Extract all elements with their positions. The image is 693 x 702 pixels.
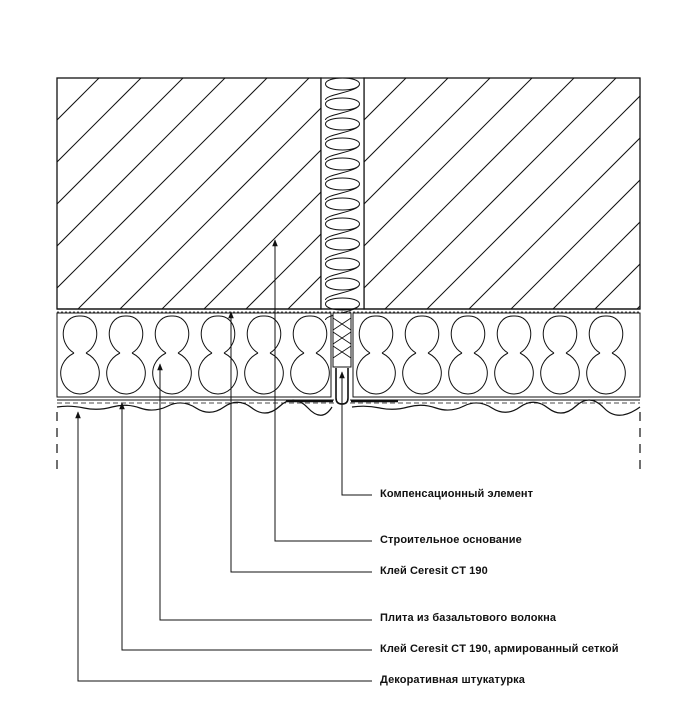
insulation-loop — [290, 315, 330, 395]
hatch-line — [636, 305, 640, 309]
joint-insulation-strip — [320, 77, 365, 321]
compensation-element — [286, 312, 398, 405]
basalt-slab-right — [352, 312, 641, 398]
basalt-slab-left — [56, 312, 332, 398]
insulation-loop — [60, 315, 100, 395]
hatch-line — [119, 107, 321, 309]
hatch-line — [57, 78, 58, 79]
hatch-line — [57, 78, 100, 121]
leader-building-base — [272, 239, 372, 542]
insulation-loop — [325, 177, 361, 201]
decorative-plaster-layer — [56, 399, 641, 416]
hatch-line — [594, 263, 640, 309]
insulation-loop — [586, 315, 626, 395]
hatch-line — [552, 221, 640, 309]
leader-basalt-slab — [157, 363, 372, 621]
hatch-line — [57, 78, 142, 163]
label-compensation-element: Компенсационный элемент — [380, 488, 534, 500]
label-basalt-slab: Плита из базальтового волокна — [380, 612, 557, 624]
insulation-loop — [325, 217, 361, 241]
hatch-line — [456, 78, 687, 309]
hatch-line — [364, 78, 449, 163]
hatch-line — [498, 78, 693, 309]
insulation-loop — [540, 315, 580, 395]
insulation-loop — [325, 257, 361, 281]
hatch-line — [426, 95, 640, 309]
hatch-line — [245, 233, 321, 309]
insulation-loop — [325, 117, 361, 141]
label-reinforced-adhesive: Клей Ceresit CT 190, армированный сеткой — [380, 643, 619, 655]
insulation-loop — [325, 157, 361, 181]
hatch-line — [364, 78, 407, 121]
hatch-line — [384, 78, 617, 309]
insulation-loop — [325, 97, 361, 121]
hatch-line — [364, 78, 533, 247]
label-decorative-plaster: Декоративная штукатурка — [380, 674, 525, 686]
hatch-line — [414, 78, 645, 309]
insulation-loop — [152, 315, 192, 395]
hatch-line — [510, 179, 640, 309]
hatch-line — [540, 78, 693, 309]
insulation-loop — [325, 197, 361, 221]
insulation-loop — [402, 315, 442, 395]
insulation-loop — [325, 77, 361, 101]
hatch-line — [372, 78, 603, 309]
hatch-line — [364, 78, 491, 205]
break-lines — [56, 412, 641, 470]
hatch-line — [468, 137, 640, 309]
leader-reinforced-adhesive — [119, 402, 372, 651]
leader-decorative-plaster — [75, 411, 372, 682]
insulation-loop — [244, 315, 284, 395]
insulation-loop — [325, 137, 361, 161]
leader-lines — [75, 239, 372, 682]
hatch-line — [203, 191, 321, 309]
insulation-loop — [325, 277, 361, 301]
hatch-line — [57, 78, 226, 247]
hatch-line — [77, 78, 310, 309]
insulation-loop — [448, 315, 488, 395]
hatch-line — [679, 78, 693, 309]
adhesive-layer — [57, 308, 640, 313]
leader-adhesive — [228, 311, 372, 573]
insulation-loop — [494, 315, 534, 395]
insulation-loop — [198, 315, 238, 395]
insulation-loop — [325, 237, 361, 261]
insulation-loop — [106, 315, 146, 395]
label-building-base: Строительное основание — [380, 534, 522, 546]
reinforced-adhesive-layer — [57, 399, 640, 404]
hatch-line — [364, 78, 575, 289]
hatch-line — [57, 78, 268, 289]
leader-compensation-element — [339, 371, 372, 496]
building-base-right — [363, 77, 693, 310]
insulation-loop — [356, 315, 396, 395]
label-adhesive: Клей Ceresit CT 190 — [380, 565, 488, 577]
hatch-line — [161, 149, 321, 309]
hatch-line — [57, 78, 184, 205]
